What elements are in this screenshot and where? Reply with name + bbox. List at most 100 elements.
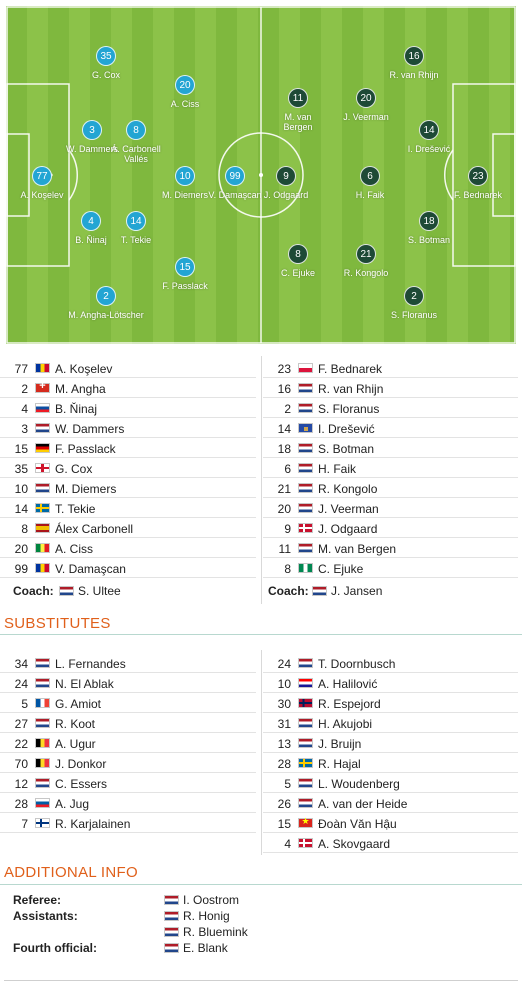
additional-info-heading: ADDITIONAL INFO (4, 864, 138, 881)
nationality-flag-icon (298, 463, 313, 473)
player-name: Á. Carbonell Vallés (111, 144, 161, 164)
nationality-flag-icon (35, 483, 50, 493)
nationality-flag-icon (35, 363, 50, 373)
nationality-flag-icon (35, 463, 50, 473)
player-name: A. Koşelev (55, 362, 113, 376)
nationality-flag-icon (298, 758, 313, 768)
substitute-row[interactable]: 15Đoàn Văn Hậu (263, 813, 518, 833)
shirt-number: 35 (14, 462, 28, 476)
player-name: M. Diemers (55, 482, 117, 496)
fourth-official-label: Fourth official: (13, 941, 97, 955)
referee-value[interactable]: I. Oostrom (164, 893, 239, 907)
shirt-number: 2 (284, 402, 291, 416)
nationality-flag-icon (35, 423, 50, 433)
player-name: C. Essers (55, 777, 108, 791)
shirt-number: 9 (284, 522, 291, 536)
nationality-flag-icon (298, 563, 313, 573)
player-name: J. Veerman (318, 502, 379, 516)
nationality-flag-icon (298, 718, 313, 728)
shirt-number: 14 (14, 502, 28, 516)
shirt-number: 8 (284, 562, 291, 576)
shirt-number: 15 (14, 442, 28, 456)
jersey-number: 9 (276, 166, 296, 186)
player-name: H. Akujobi (318, 717, 373, 731)
nationality-flag-icon (164, 895, 179, 905)
nationality-flag-icon (35, 403, 50, 413)
nationality-flag-icon (164, 927, 179, 937)
shirt-number: 14 (277, 422, 291, 436)
player-name: R. Kongolo (343, 268, 389, 278)
coach-name[interactable]: S. Ultee (78, 584, 121, 598)
lineup-row[interactable]: 35 G. Cox (0, 458, 256, 478)
lineup-row[interactable]: 2M. Angha (0, 378, 256, 398)
player-name: Đoàn Văn Hậu (318, 817, 397, 831)
player-name: J. Donkor (55, 757, 107, 771)
nationality-flag-icon (35, 738, 50, 748)
fourth-official-value[interactable]: E. Blank (164, 941, 228, 955)
assistant-name: R. Bluemink (183, 925, 248, 939)
coach-label: Coach: (268, 584, 309, 598)
shirt-number: 34 (14, 657, 28, 671)
player-name: J. Veerman (343, 112, 389, 122)
shirt-number: 24 (277, 657, 291, 671)
nationality-flag-icon (298, 678, 313, 688)
shirt-number: 99 (14, 562, 28, 576)
shirt-number: 22 (14, 737, 28, 751)
substitute-row[interactable]: 70 J. Donkor (0, 753, 256, 773)
nationality-flag-icon (298, 363, 313, 373)
shirt-number: 70 (14, 757, 28, 771)
assistant-value[interactable]: R. Honig (164, 909, 230, 923)
player-name: S. Floranus (390, 310, 438, 320)
nationality-flag-icon (298, 738, 313, 748)
jersey-number: 2 (404, 286, 424, 306)
player-name: H. Faik (355, 190, 385, 200)
nationality-flag-icon (35, 563, 50, 573)
nationality-flag-icon (35, 658, 50, 668)
nationality-flag-icon (164, 911, 179, 921)
jersey-number: 10 (175, 166, 195, 186)
jersey-number: 8 (288, 244, 308, 264)
player-name: G. Cox (55, 462, 93, 476)
coach-name[interactable]: J. Jansen (331, 584, 383, 598)
fourth-official-name: E. Blank (183, 941, 228, 955)
player-name: L. Woudenberg (318, 777, 400, 791)
assistant-value[interactable]: R. Bluemink (164, 925, 248, 939)
